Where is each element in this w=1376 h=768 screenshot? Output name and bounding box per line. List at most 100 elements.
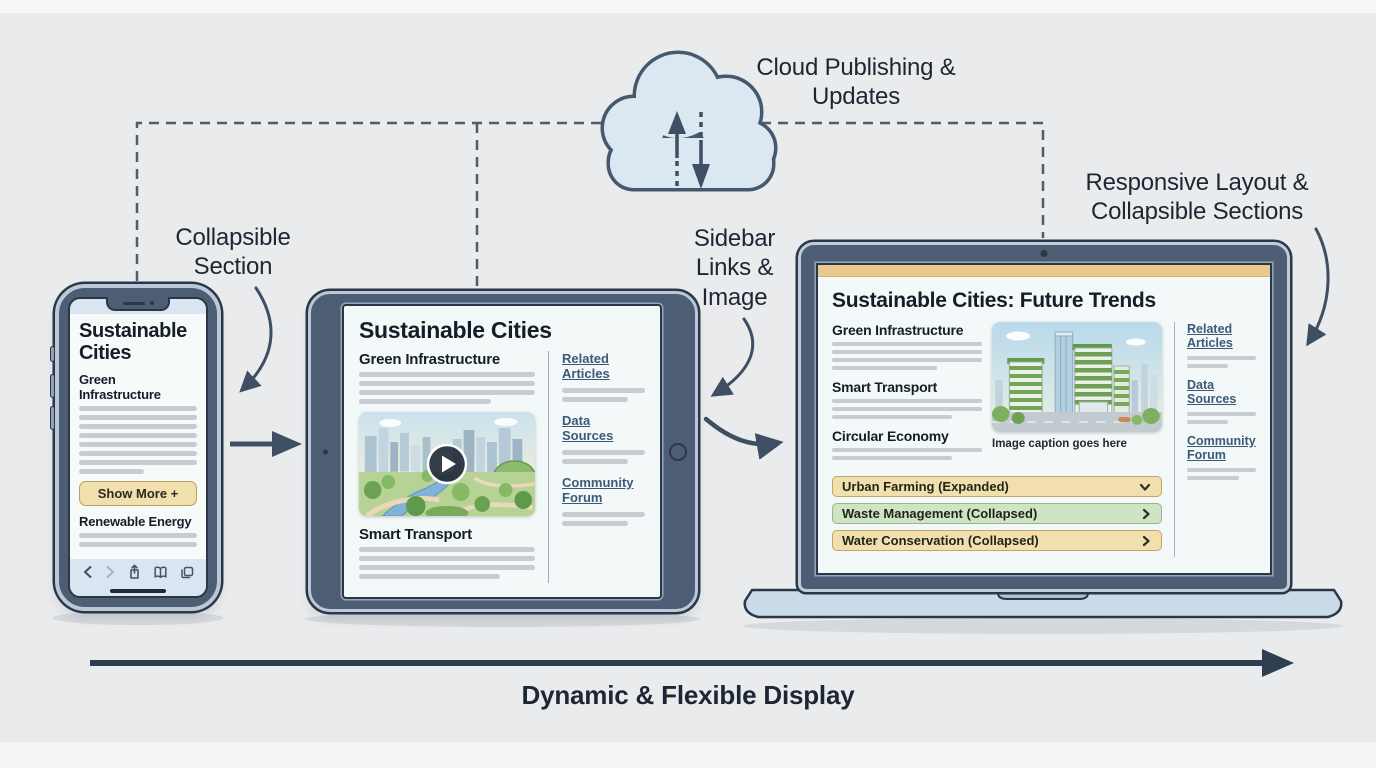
accordion-label: Urban Farming (Expanded) (842, 479, 1009, 494)
dashed-connectors (135, 121, 1045, 288)
laptop-page: Sustainable Cities: Future Trends Green … (818, 277, 1270, 573)
placeholder-line (562, 388, 645, 393)
phone-side-button (50, 346, 55, 362)
home-indicator-area (70, 585, 206, 596)
placeholder-line (79, 451, 197, 456)
section-heading: Smart Transport (832, 379, 938, 395)
section-heading: Green Infrastructure (79, 372, 161, 402)
related-articles-link[interactable]: Related Articles (1187, 322, 1233, 350)
placeholder-line (562, 450, 645, 455)
accordion-label: Waste Management (Collapsed) (842, 506, 1038, 521)
book-icon[interactable] (153, 566, 168, 579)
placeholder-line (359, 565, 535, 570)
placeholder-line (832, 406, 982, 411)
accordion-water-conservation[interactable]: Water Conservation (Collapsed) (832, 530, 1162, 551)
placeholder-line (79, 533, 197, 538)
data-sources-link[interactable]: Data Sources (1187, 378, 1237, 406)
phone-screen: Sustainable Cities Green Infrastructure … (68, 297, 208, 598)
placeholder-line (79, 433, 197, 438)
section-heading: Green Infrastructure (832, 322, 964, 338)
placeholder-line (1187, 363, 1229, 368)
play-icon (426, 443, 468, 485)
placeholder-line (79, 415, 197, 420)
tablet-to-laptop-arrow (703, 416, 784, 460)
play-button[interactable] (359, 412, 535, 516)
collapsible-section-label: Collapsible Section (175, 224, 291, 281)
phone-mockup: Sustainable Cities Green Infrastructure … (50, 284, 221, 611)
placeholder-line (79, 424, 197, 429)
placeholder-line (1187, 467, 1256, 472)
placeholder-line (832, 365, 937, 370)
sync-arrows-icon (668, 111, 710, 189)
tabs-icon[interactable] (180, 566, 194, 579)
bottom-band (0, 742, 1376, 768)
responsive-layout-label: Responsive Layout & Collapsible Sections (1085, 169, 1309, 226)
phone-page: Sustainable Cities Green Infrastructure … (70, 314, 206, 559)
bottom-flow-arrow (90, 649, 1294, 677)
webcam-icon (1040, 250, 1048, 257)
accordion-urban-farming[interactable]: Urban Farming (Expanded) (832, 476, 1162, 497)
accordion-waste-management[interactable]: Waste Management (Collapsed) (832, 503, 1162, 524)
article-image (992, 322, 1162, 432)
phone-shadow (52, 611, 224, 625)
tablet-sidebar: Related Articles Data Sources Community … (549, 351, 645, 583)
placeholder-line (359, 556, 535, 561)
laptop-sidebar: Related Articles Data Sources Community … (1174, 322, 1256, 557)
show-more-button[interactable]: Show More + (79, 481, 197, 506)
phone-side-button (50, 374, 55, 398)
phone-side-button (50, 406, 55, 430)
phone-to-tablet-arrow (230, 431, 302, 457)
placeholder-line (832, 414, 952, 419)
placeholder-line (562, 512, 645, 517)
top-band (0, 0, 1376, 13)
placeholder-line (79, 542, 197, 547)
placeholder-line (359, 574, 500, 579)
sidebar-links-image-label: Sidebar Links & Image (693, 225, 776, 311)
camera-icon (149, 301, 154, 305)
sidebar-arrow (710, 317, 755, 397)
tablet-screen: Sustainable Cities Green Infrastructure (342, 304, 662, 599)
data-sources-link[interactable]: Data Sources (562, 413, 614, 443)
chevron-down-icon (1139, 483, 1151, 491)
section-heading: Renewable Energy (79, 514, 192, 529)
page-title: Sustainable Cities (359, 317, 552, 343)
cloud-publishing-label: Cloud Publishing & Updates (756, 54, 956, 111)
tablet-mockup: Sustainable Cities Green Infrastructure (308, 291, 698, 612)
share-icon[interactable] (128, 564, 141, 580)
placeholder-line (359, 372, 535, 377)
section-heading: Smart Transport (359, 526, 472, 543)
image-caption: Image caption goes here (992, 438, 1127, 450)
browser-toolbar (70, 559, 206, 585)
laptop-shadow (743, 618, 1343, 634)
placeholder-line (1187, 411, 1256, 416)
chevron-right-icon (1142, 508, 1150, 519)
placeholder-line (562, 459, 629, 464)
placeholder-line (359, 381, 535, 386)
section-heading: Green Infrastructure (359, 351, 501, 368)
chevron-right-icon (1142, 535, 1150, 546)
section-heading: Circular Economy (832, 428, 949, 444)
community-forum-link[interactable]: Community Forum (1187, 434, 1256, 462)
header-accent-bar (818, 265, 1270, 277)
placeholder-line (359, 399, 491, 404)
laptop-mockup: Sustainable Cities: Future Trends Green … (798, 242, 1290, 592)
placeholder-line (359, 547, 535, 552)
page-title: Sustainable Cities (79, 320, 187, 364)
back-icon[interactable] (82, 565, 93, 579)
placeholder-line (79, 442, 197, 447)
forward-icon[interactable] (105, 565, 116, 579)
placeholder-line (359, 390, 535, 395)
camera-icon (323, 449, 328, 454)
placeholder-line (832, 398, 982, 403)
speaker-icon (122, 301, 145, 305)
collapsible-arrow (239, 286, 273, 393)
placeholder-line (79, 406, 197, 411)
laptop-image-column: Image caption goes here (992, 322, 1162, 469)
home-button[interactable] (669, 442, 687, 461)
placeholder-line (79, 460, 197, 465)
home-indicator[interactable] (110, 588, 166, 593)
related-articles-link[interactable]: Related Articles (562, 351, 610, 381)
video-thumbnail[interactable] (359, 412, 535, 516)
community-forum-link[interactable]: Community Forum (562, 475, 634, 505)
